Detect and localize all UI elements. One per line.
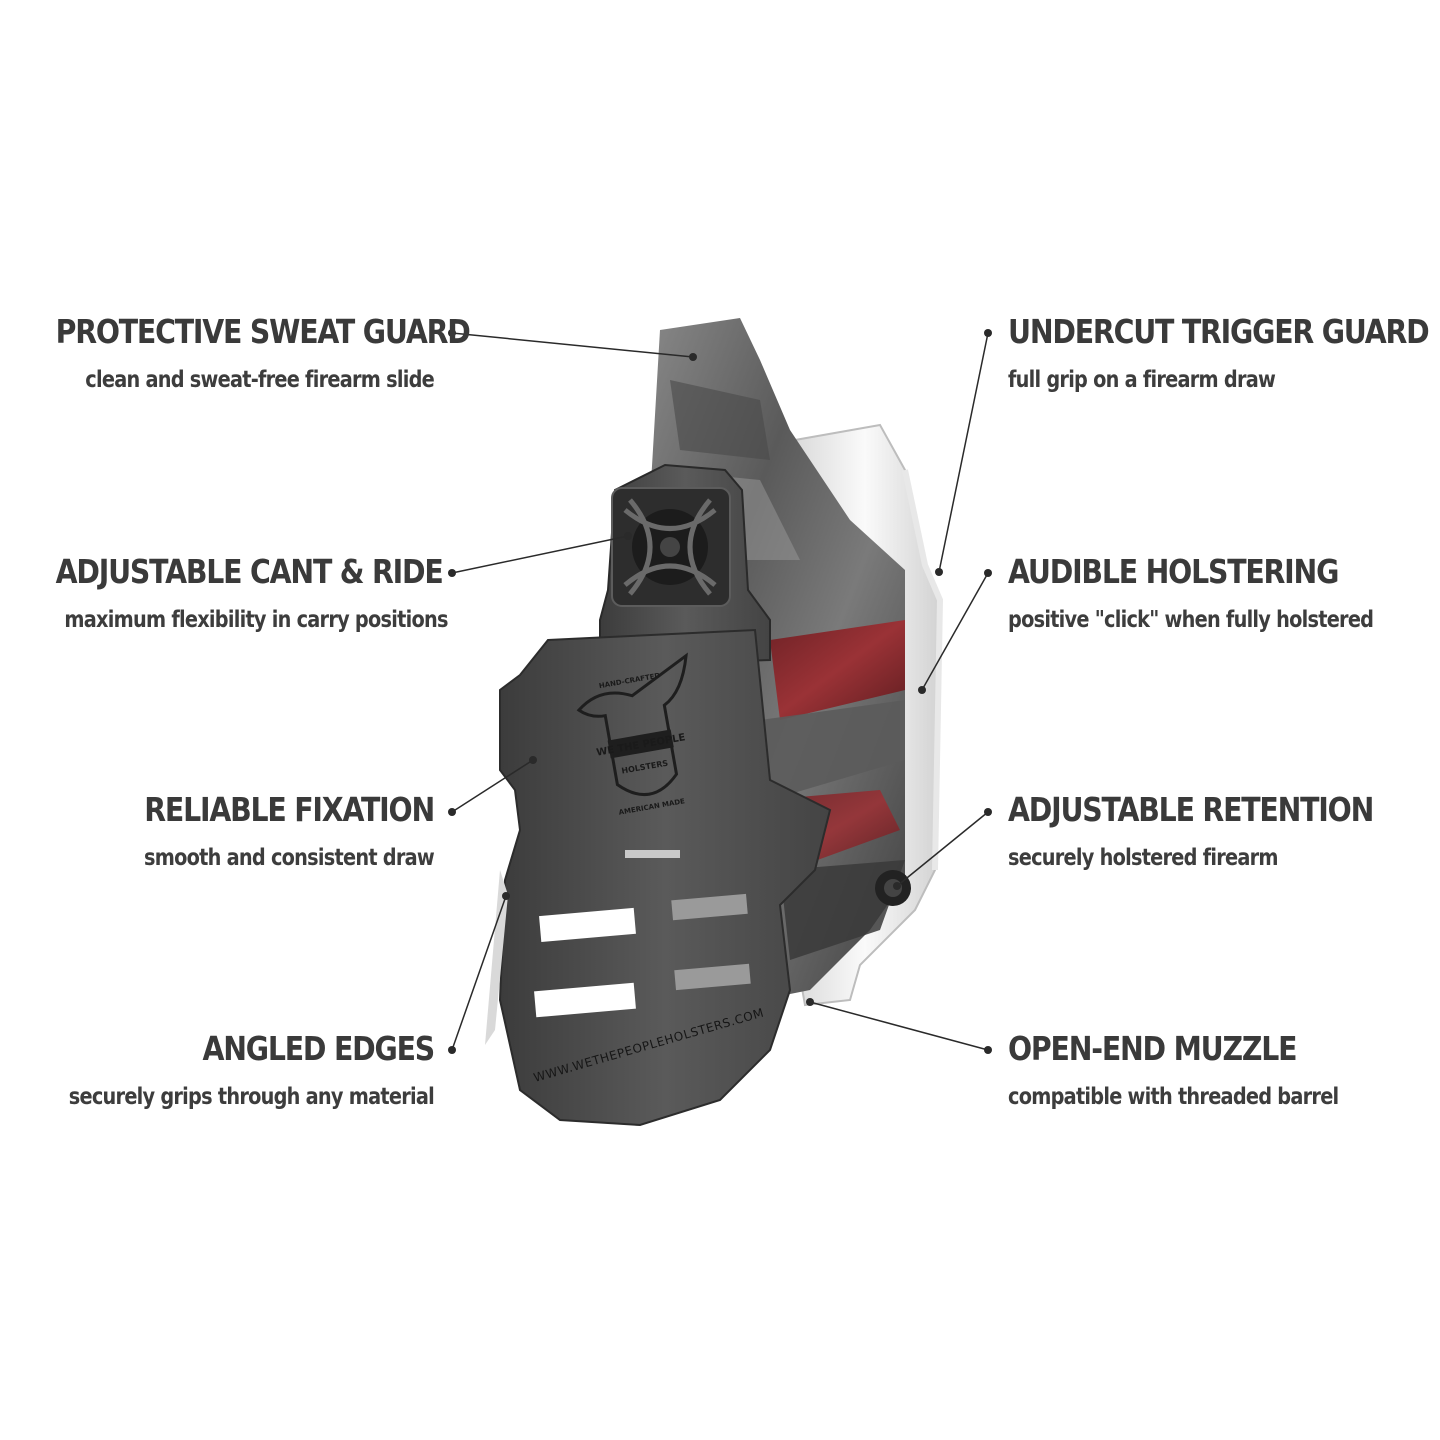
feature-title: OPEN-END MUZZLE [1008, 1029, 1297, 1068]
feature-title: RELIABLE FIXATION [144, 790, 435, 829]
feature-retention: ADJUSTABLE RETENTION securely holstered … [1008, 790, 1438, 873]
callout-dot-icon [448, 329, 992, 1054]
feature-title: ADJUSTABLE CANT & RIDE [55, 552, 444, 591]
feature-title: AUDIBLE HOLSTERING [1008, 552, 1339, 591]
feature-subtitle: maximum flexibility in carry positions [64, 607, 448, 633]
feature-title: UNDERCUT TRIGGER GUARD [1008, 312, 1430, 351]
feature-cant-ride: ADJUSTABLE CANT & RIDE maximum flexibili… [0, 552, 449, 635]
feature-subtitle: full grip on a firearm draw [1008, 367, 1276, 393]
feature-sweat-guard: PROTECTIVE SWEAT GUARD clean and sweat-f… [0, 312, 471, 395]
feature-title: ANGLED EDGES [202, 1029, 435, 1068]
retention-screw [875, 870, 911, 906]
feature-subtitle: compatible with threaded barrel [1008, 1084, 1339, 1110]
feature-subtitle: positive "click" when fully holstered [1008, 607, 1374, 633]
feature-fixation: RELIABLE FIXATION smooth and consistent … [0, 790, 435, 873]
eagle-logo-icon: WE THE PEOPLE HAND-CRAFTED HOLSTERS AMER… [576, 652, 688, 817]
feature-subtitle: securely holstered firearm [1008, 845, 1279, 871]
feature-muzzle: OPEN-END MUZZLE compatible with threaded… [1008, 1029, 1438, 1112]
feature-subtitle: securely grips through any material [68, 1084, 435, 1110]
feature-subtitle: clean and sweat-free firearm slide [85, 367, 435, 393]
belt-clip-paddle [485, 628, 832, 1127]
feature-angled-edges: ANGLED EDGES securely grips through any … [0, 1029, 435, 1112]
feature-trigger-guard: UNDERCUT TRIGGER GUARD full grip on a fi… [1008, 312, 1438, 395]
callout-lines [451, 332, 989, 1051]
feature-title: ADJUSTABLE RETENTION [1008, 790, 1374, 829]
feature-title: PROTECTIVE SWEAT GUARD [55, 312, 471, 351]
feature-holstering: AUDIBLE HOLSTERING positive "click" when… [1008, 552, 1438, 635]
feature-subtitle: smooth and consistent draw [144, 845, 435, 871]
cant-adjustment-hub [599, 463, 771, 667]
